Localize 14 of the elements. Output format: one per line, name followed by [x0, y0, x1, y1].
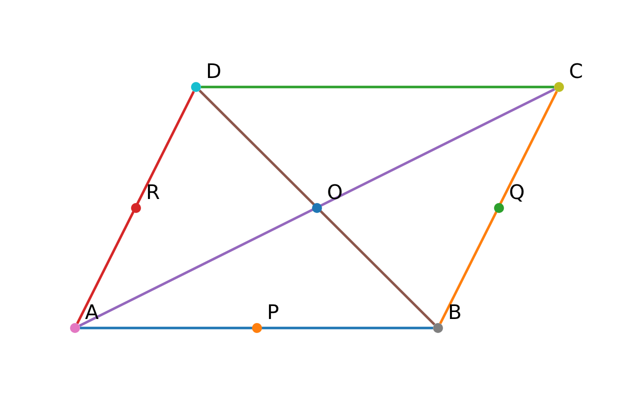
point-label: O	[327, 182, 343, 202]
point-label: D	[206, 61, 222, 81]
point-label: A	[85, 302, 99, 322]
point-label: Q	[509, 182, 525, 202]
point-label: P	[267, 302, 280, 322]
line-segment	[201, 86, 554, 88]
line-segment	[439, 90, 558, 324]
line-segment	[198, 90, 436, 326]
point-label: C	[569, 61, 583, 81]
line-segment	[76, 90, 195, 324]
line-segment	[78, 88, 556, 327]
line-segment	[80, 326, 433, 330]
point-label: B	[448, 302, 462, 322]
point-label: R	[146, 182, 160, 202]
